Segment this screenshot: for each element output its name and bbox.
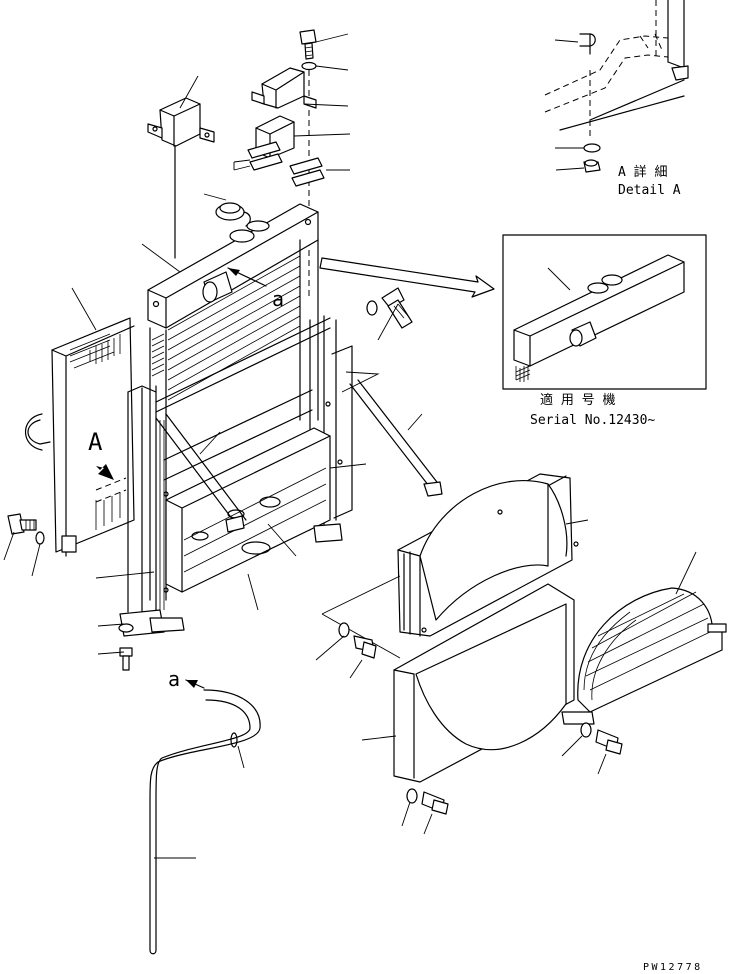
nut-icon: [583, 159, 601, 173]
guard-bolt: [595, 729, 623, 755]
shroud-washer-1: [338, 622, 350, 638]
leader-lines: [3, 33, 697, 859]
top-bolt: [299, 29, 317, 60]
washer-icon: [583, 143, 601, 153]
shroud-bolt-1: [353, 635, 377, 659]
frame-washer: [118, 623, 134, 633]
u-bolt-icon: [579, 33, 596, 55]
stay-bolt: [366, 287, 413, 329]
fan-guard: [561, 587, 727, 725]
bracket-top-left: [147, 97, 215, 147]
radiator-frame: [119, 315, 353, 637]
view-arrow-icon: [92, 462, 114, 480]
bracket-upper-right: [251, 67, 317, 109]
fan-shroud: [321, 473, 579, 783]
detail-arrow: [319, 257, 495, 298]
detail-a-view: A 詳 細 Detail A: [544, 0, 689, 198]
serial-label-en: Serial No.12430~: [530, 413, 655, 428]
detail-a-label-en: Detail A: [618, 183, 681, 198]
guard-washer: [580, 722, 592, 738]
frame-bolt: [119, 647, 133, 671]
radiator-assembly: [147, 203, 319, 601]
pipe-a-marker-top: a: [272, 287, 284, 311]
drain-pipe: [149, 689, 261, 955]
top-washer: [301, 61, 317, 71]
serial-detail-box: 適 用 号 機 Serial No.12430~: [502, 234, 707, 428]
shim-plates: [247, 141, 325, 187]
side-bolt-left: [7, 513, 45, 545]
drawing-number: PW12778: [643, 962, 703, 973]
radiator-cap: [215, 202, 251, 227]
oil-cooler: [25, 317, 135, 557]
serial-label-jp: 適 用 号 機: [540, 392, 615, 408]
stay-rod: [341, 371, 443, 497]
detail-a-label-jp: A 詳 細: [618, 164, 667, 180]
shroud-bolt-2: [421, 791, 449, 815]
pipe-a-marker-bottom: a: [168, 667, 180, 691]
shroud-washer-2: [406, 788, 418, 804]
view-a-marker: A: [88, 428, 103, 456]
